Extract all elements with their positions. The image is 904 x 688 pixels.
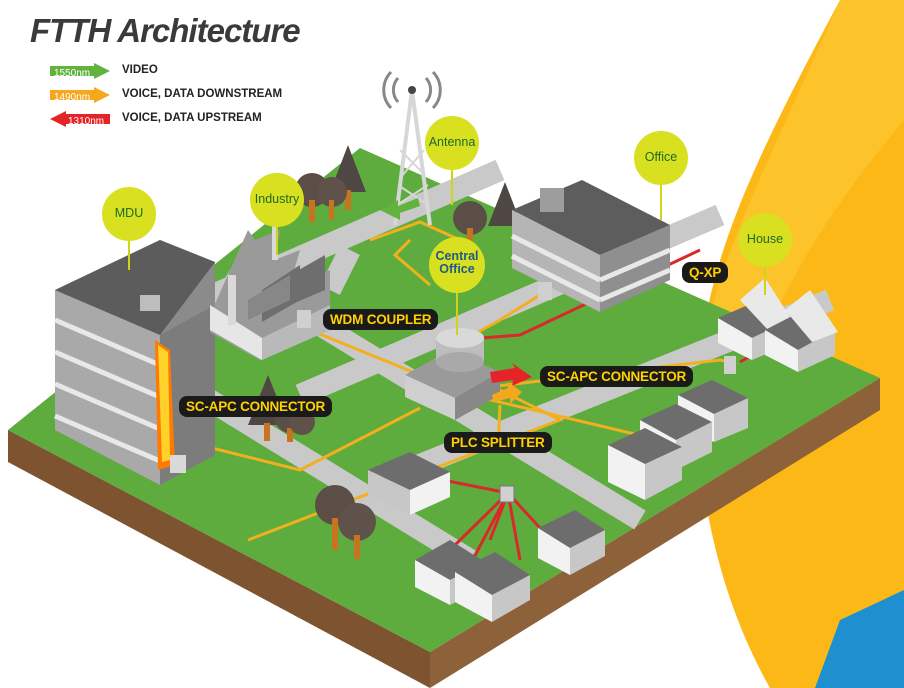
page-title: FTTH Architecture: [30, 12, 301, 49]
central-office: [405, 328, 532, 420]
legend-item-video: 1550nm VIDEO: [50, 60, 310, 84]
houses: [368, 278, 838, 622]
office-building: [510, 180, 671, 312]
tag-sc-apc-connector-left: SC-APC CONNECTOR: [179, 396, 333, 417]
pins: [102, 116, 792, 335]
industry-building: [210, 215, 330, 360]
legend-wavelength: 1310nm: [68, 116, 105, 127]
pin-antenna: [425, 116, 479, 205]
label-antenna: Antenna: [428, 135, 476, 149]
legend-item-upstream: 1310nm VOICE, DATA UPSTREAM: [50, 108, 310, 132]
legend-wavelength: 1490nm: [54, 92, 91, 103]
legend: 1550nm VIDEO 1490nm VOICE, DATA DOWNSTRE…: [50, 60, 310, 132]
legend-label: VOICE, DATA UPSTREAM: [122, 112, 262, 124]
legend-item-downstream: 1490nm VOICE, DATA DOWNSTREAM: [50, 84, 310, 108]
pin-mdu: [102, 187, 156, 270]
legend-label: VOICE, DATA DOWNSTREAM: [122, 88, 283, 100]
tag-sc-apc-connector-right: SC-APC CONNECTOR: [540, 366, 694, 387]
tag-wdm-coupler: WDM COUPLER: [323, 309, 439, 330]
soil-right: [430, 378, 880, 688]
label-industry: Industry: [254, 192, 300, 206]
label-office: Office: [644, 150, 678, 164]
tag-plc-splitter: PLC SPLITTER: [444, 432, 552, 453]
antenna-tower: [380, 70, 442, 226]
pin-office: [634, 131, 688, 220]
arrow-right-icon: 1490nm: [50, 87, 110, 103]
pin-central-office: [429, 237, 485, 335]
legend-wavelength: 1550nm: [54, 68, 91, 79]
pin-industry: [250, 173, 304, 255]
arrow-right-icon: 1550nm: [50, 63, 110, 79]
mdu-building: [54, 240, 215, 485]
label-mdu: MDU: [114, 206, 144, 220]
label-central-office: Central Office: [435, 249, 479, 276]
pin-house: [738, 213, 792, 295]
corner-accent: [815, 590, 904, 688]
arrow-left-icon: 1310nm: [50, 111, 110, 127]
tag-q-xp: Q-XP: [682, 262, 729, 283]
legend-label: VIDEO: [122, 64, 158, 76]
label-house: House: [746, 232, 784, 246]
soil-left: [8, 430, 430, 688]
